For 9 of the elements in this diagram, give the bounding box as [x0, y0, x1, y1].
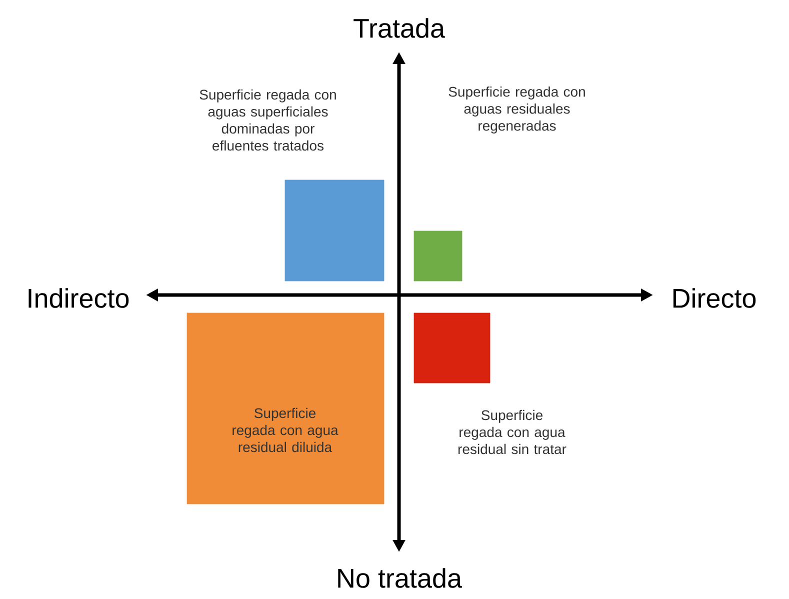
axis-label: Indirecto	[28, 288, 129, 308]
axis-label: Directo	[673, 288, 756, 308]
quadrant-caption: Superficie regada con agua residual sin tratar	[458, 410, 566, 454]
axis-label: No tratada	[338, 568, 462, 588]
quadrant-caption: Superficie regada con aguas residuales regeneradas	[448, 86, 585, 134]
axis-label: Tratada	[354, 18, 446, 38]
quadrant-caption: Superficie regada con agua residual diluida	[232, 408, 338, 452]
quadrant-caption: Superficie regada con aguas superficiales dominadas por efluentes tratados	[200, 89, 336, 151]
square	[414, 230, 462, 282]
